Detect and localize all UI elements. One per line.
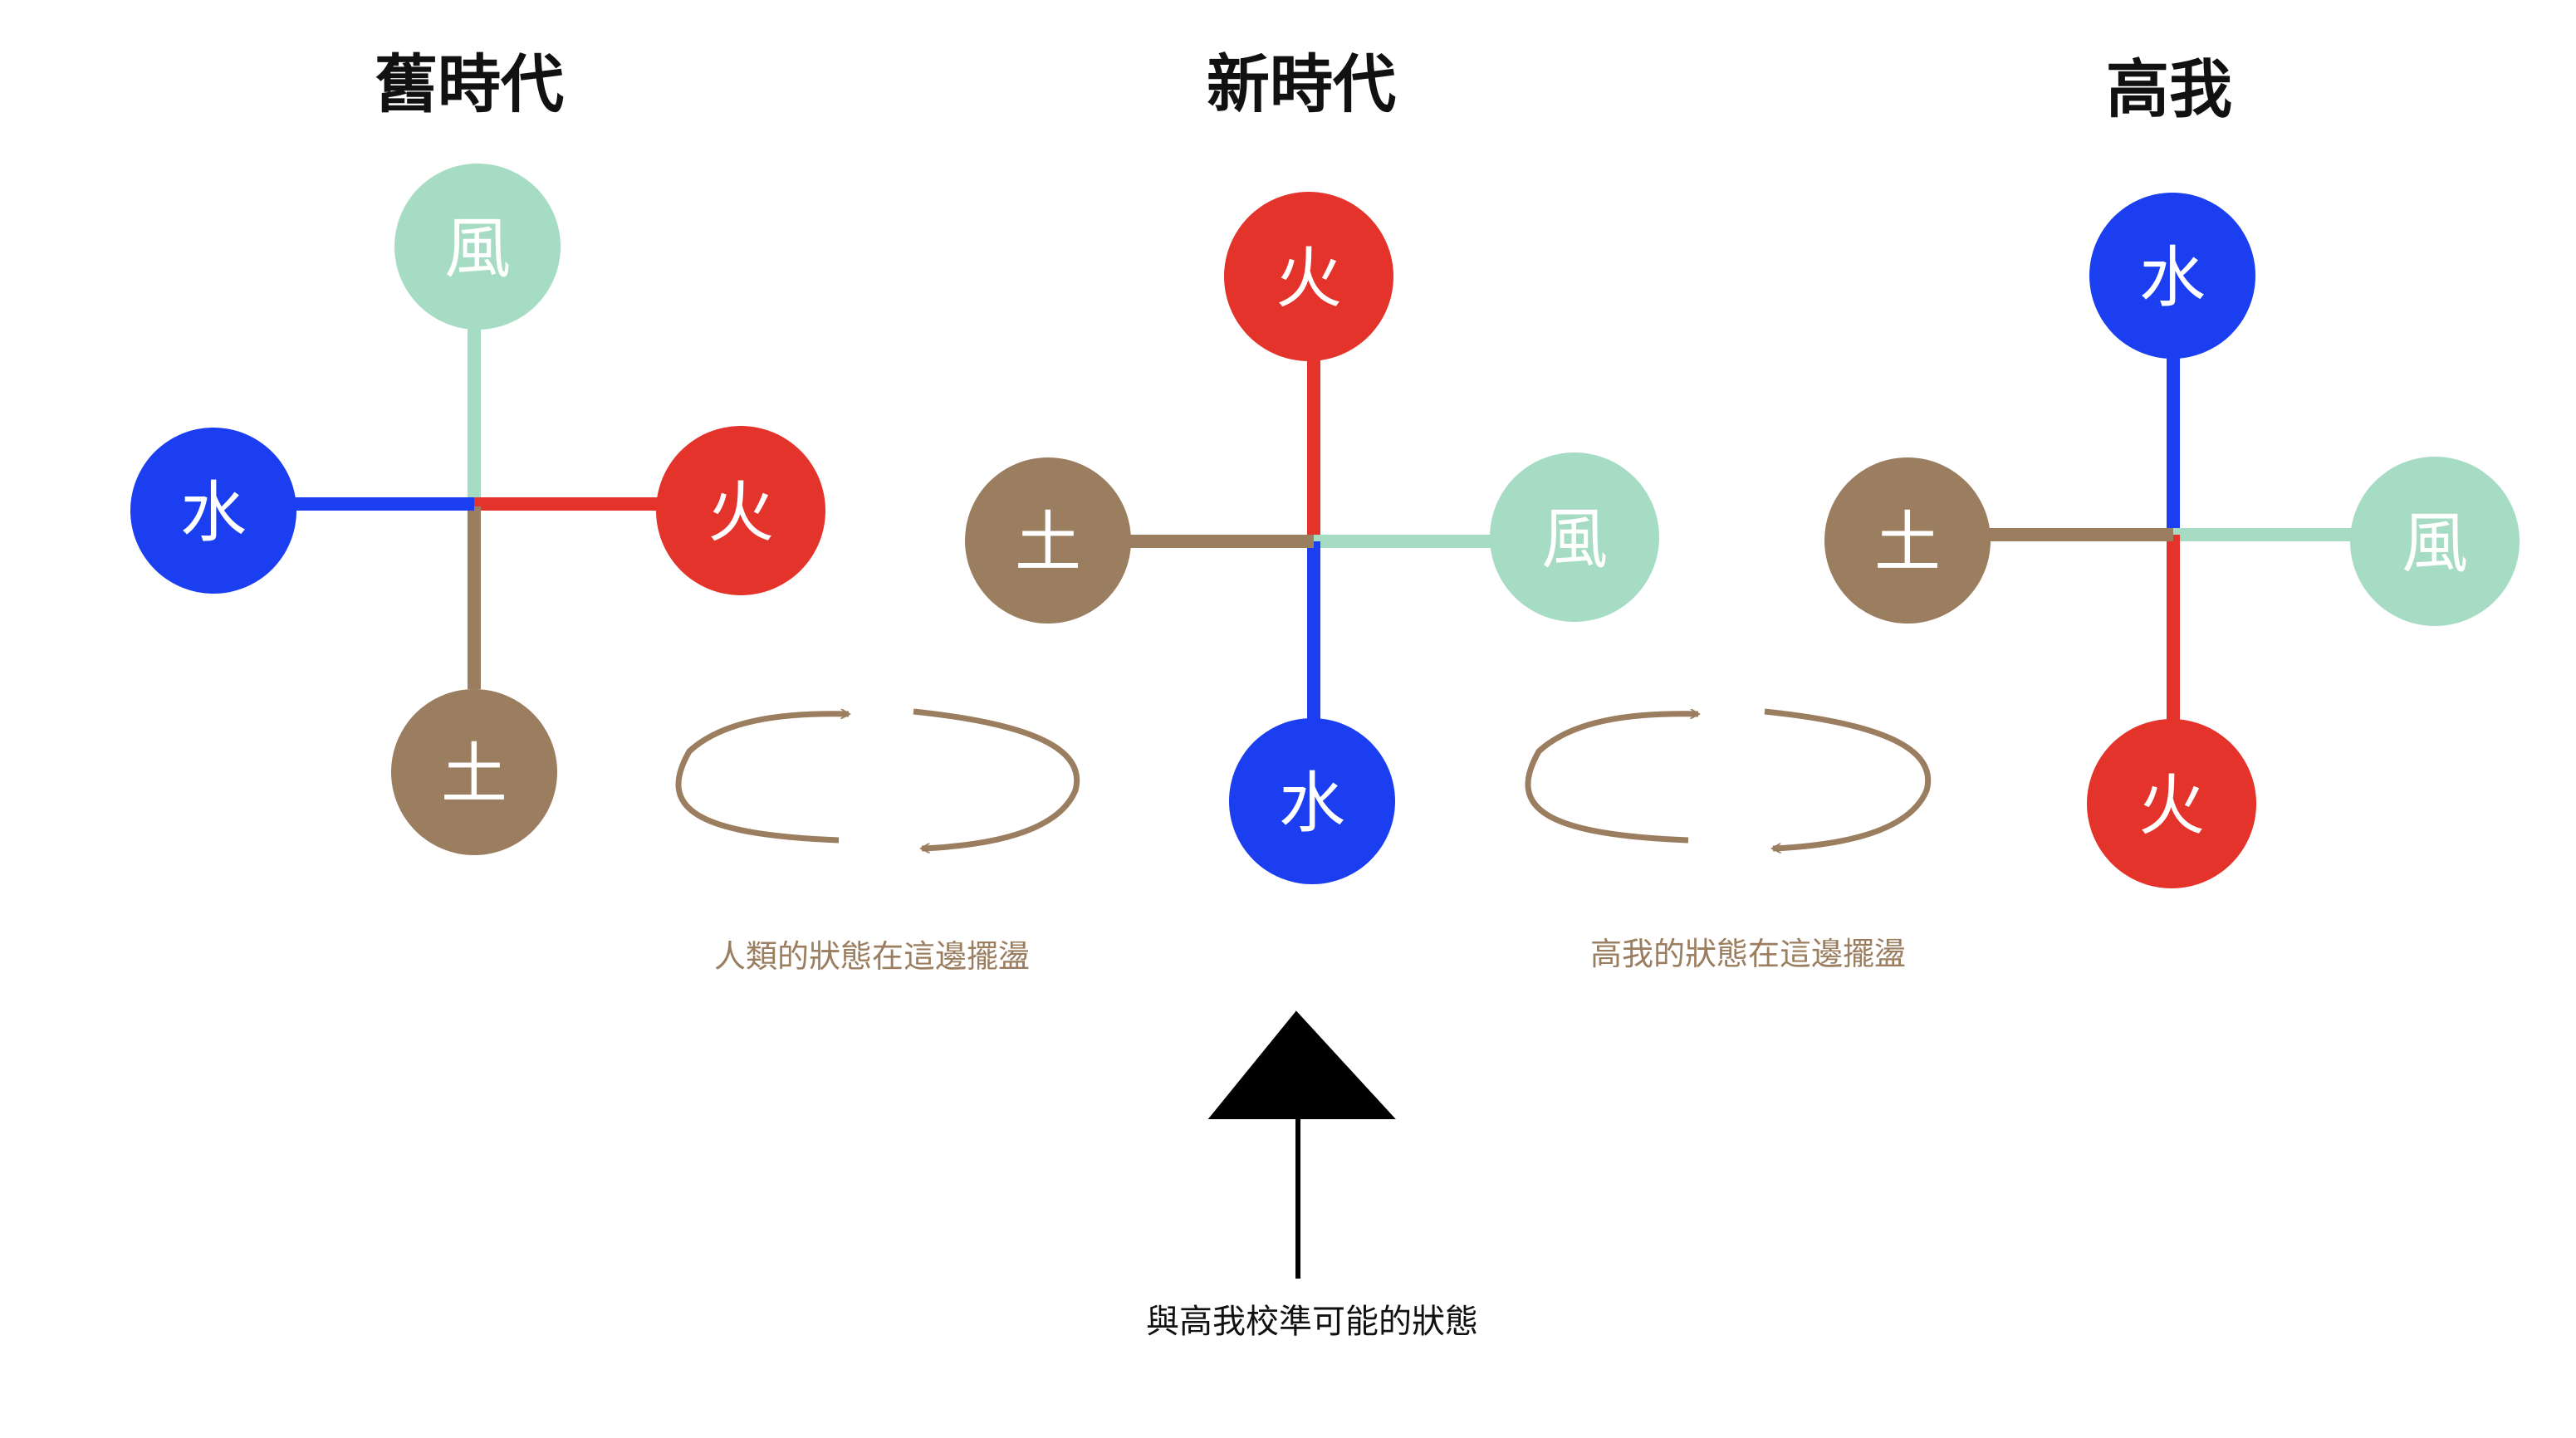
- node-label: 火: [2138, 767, 2205, 844]
- node-label: 風: [444, 210, 511, 287]
- node-label: 水: [2139, 239, 2206, 316]
- oscillation-arrows-higher-self: [1525, 708, 1932, 849]
- node-new-era-left: 土: [965, 457, 1131, 624]
- node-old-era-right: 火: [656, 426, 825, 595]
- node-higher-self-top: 水: [2089, 193, 2255, 359]
- node-label: 土: [1874, 504, 1941, 581]
- cycle-arrow-lower: [1764, 708, 1932, 849]
- cross-new-era: 火 風 水 土: [965, 192, 1659, 884]
- oscillation-caption-higher-self: 高我的狀態在這邊擺盪: [1590, 936, 1906, 972]
- node-label: 水: [1279, 765, 1345, 842]
- node-old-era-bottom: 土: [391, 689, 557, 855]
- node-label: 水: [180, 474, 247, 551]
- node-label: 風: [1541, 501, 1608, 578]
- cross-old-era: 風 火 土 水: [130, 164, 825, 855]
- panel-title-new-era: 新時代: [1207, 47, 1396, 121]
- oscillation-arrows-human: [675, 708, 1080, 849]
- node-new-era-top: 火: [1224, 192, 1393, 361]
- node-label: 土: [441, 736, 507, 813]
- cycle-arrow-upper: [675, 714, 849, 844]
- node-higher-self-bottom: 火: [2087, 719, 2256, 888]
- node-label: 土: [1015, 504, 1081, 581]
- node-old-era-top: 風: [394, 164, 561, 330]
- node-old-era-left: 水: [130, 428, 296, 594]
- node-higher-self-left: 土: [1824, 457, 1991, 624]
- cycle-arrow-upper: [1525, 714, 1698, 844]
- node-new-era-bottom: 水: [1229, 718, 1395, 884]
- oscillation-caption-human: 人類的狀態在這邊擺盪: [714, 938, 1030, 975]
- cycle-arrow-lower: [913, 708, 1080, 849]
- node-label: 火: [708, 474, 774, 551]
- cross-higher-self: 水 風 火 土: [1824, 193, 2520, 888]
- node-new-era-right: 風: [1490, 452, 1659, 622]
- node-higher-self-right: 風: [2350, 457, 2520, 626]
- pointer-arrow: [1207, 1010, 1396, 1279]
- pointer-arrowhead: [1207, 1010, 1396, 1119]
- pointer-caption: 與高我校準可能的狀態: [1146, 1303, 1478, 1341]
- panel-title-old-era: 舊時代: [375, 47, 564, 121]
- panel-title-higher-self: 高我: [2106, 52, 2232, 126]
- node-label: 風: [2402, 505, 2468, 582]
- node-label: 火: [1276, 240, 1342, 317]
